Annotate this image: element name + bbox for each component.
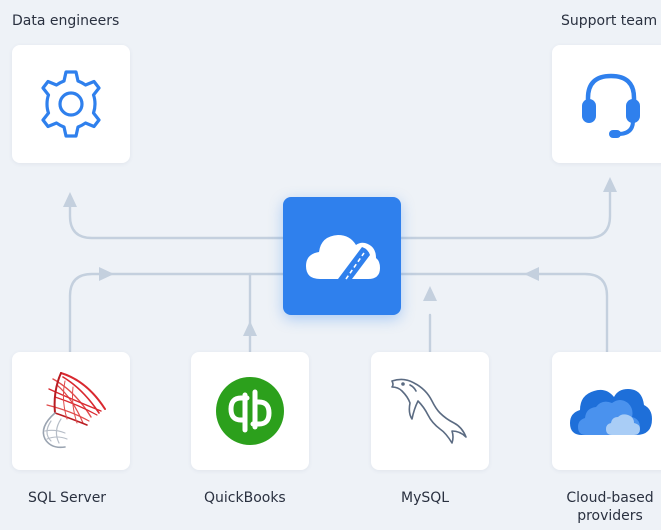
connector-to-support-team — [399, 184, 612, 240]
arrow-to-support-team — [603, 177, 617, 192]
cloud-icon — [570, 389, 652, 435]
data-engineers-card[interactable] — [12, 45, 130, 163]
support-team-card[interactable] — [552, 45, 661, 163]
arrow-from-quickbooks — [243, 321, 257, 336]
support-team-label: Support team — [561, 13, 658, 29]
connector-to-data-engineers — [68, 194, 285, 240]
mysql-label: MySQL — [401, 490, 450, 506]
cloud-providers-label-line1: Cloud-based — [566, 490, 654, 506]
quickbooks-card[interactable] — [191, 352, 309, 470]
arrow-to-data-engineers — [63, 192, 77, 207]
connector-from-sql-server — [68, 272, 285, 354]
arrow-bus-left — [99, 267, 114, 281]
quickbooks-label: QuickBooks — [204, 490, 286, 506]
connector-from-cloud-providers — [399, 272, 609, 354]
quickbooks-logo — [216, 377, 284, 445]
arrow-from-mysql — [423, 286, 437, 301]
cloud-providers-card[interactable] — [552, 352, 661, 470]
data-engineers-label: Data engineers — [12, 13, 120, 29]
gear-icon — [41, 70, 101, 138]
arrow-bus-right — [524, 267, 539, 281]
mysql-dolphin-logo — [391, 378, 467, 444]
sql-server-card[interactable] — [12, 352, 130, 470]
cloud-road-icon — [306, 235, 380, 280]
sql-server-logo — [42, 372, 106, 449]
cloud-providers-label-line2: providers — [577, 508, 643, 524]
mysql-card[interactable] — [371, 352, 489, 470]
headset-icon — [582, 73, 640, 138]
sql-server-label: SQL Server — [28, 490, 107, 506]
cloud-providers-label: Cloud-based providers — [560, 489, 660, 525]
integration-hub[interactable] — [283, 197, 401, 315]
